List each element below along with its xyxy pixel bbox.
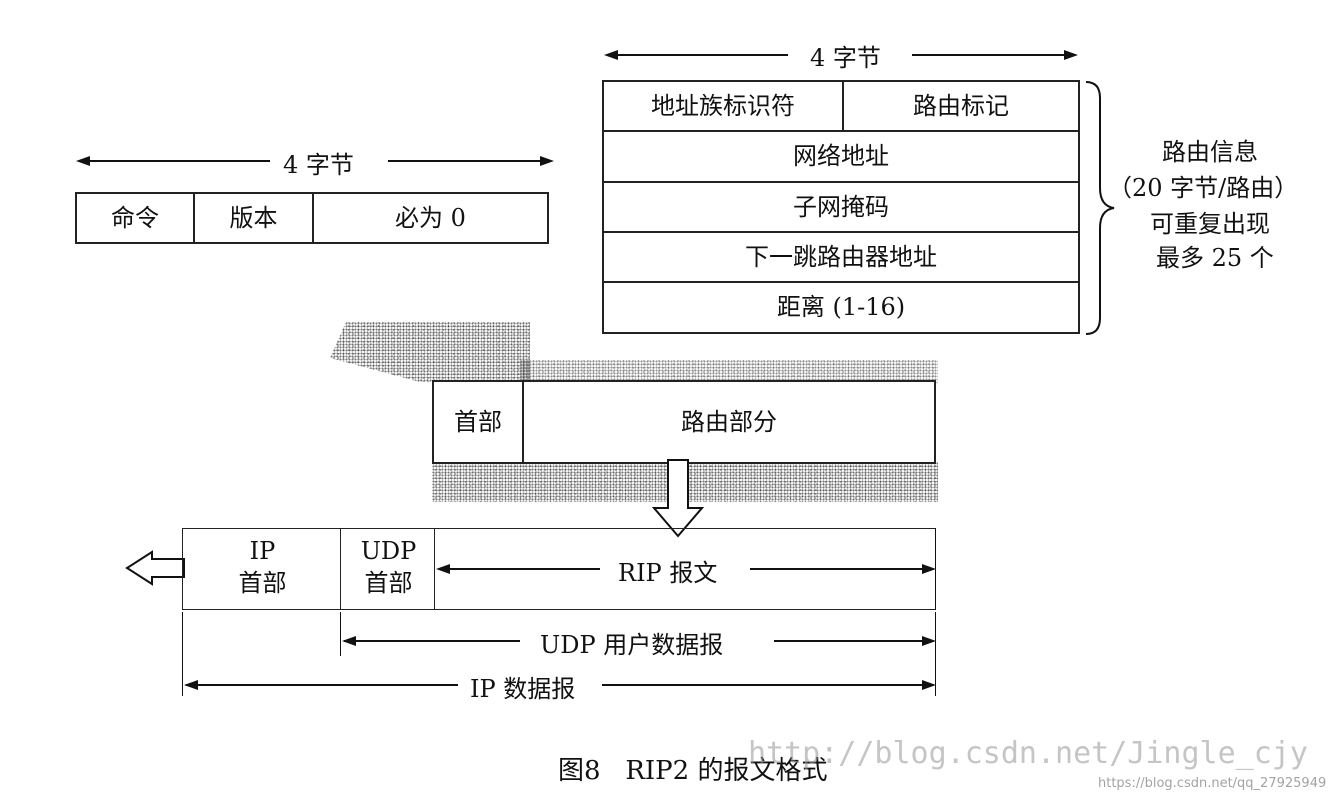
header-width-label: 4 字节: [283, 151, 354, 179]
watermark-large: http://blog.csdn.net/Jingle_cjy: [748, 736, 1308, 771]
ip-datagram-line-left: [186, 684, 458, 686]
end-extent-tick: [935, 612, 936, 696]
udp-datagram-arrow-left: [342, 636, 356, 646]
ip-datagram-line-right: [602, 684, 930, 686]
udp-datagram-line-left: [344, 640, 520, 642]
entry-width-label: 4 字节: [810, 44, 881, 72]
route-brace: [1085, 81, 1115, 335]
field-command: 命令: [75, 192, 195, 244]
ip-datagram-label: IP 数据报: [470, 675, 576, 703]
rip-routing-part-cell: 路由部分: [522, 380, 936, 464]
ip-datagram-arrow-left: [184, 680, 198, 690]
udp-header-line-2: 首部: [364, 569, 413, 598]
udp-datagram-label: UDP 用户数据报: [540, 631, 724, 659]
field-route-tag: 路由标记: [842, 80, 1080, 132]
shading-left: [330, 322, 530, 382]
field-must-be-zero: 必为 0: [312, 192, 549, 244]
entry-width-arrow-right: [1064, 50, 1078, 60]
field-subnet-mask: 子网掩码: [602, 181, 1080, 233]
brace-note-line-4: 最多 25 个: [1156, 244, 1274, 272]
brace-note-line-1: 路由信息: [1162, 138, 1258, 166]
header-width-line-left: [80, 160, 270, 162]
udp-header-cell: UDP 首部: [340, 528, 436, 610]
rip-message-cell: [434, 528, 936, 610]
ip-datagram-arrow-right: [922, 680, 936, 690]
down-arrow-icon: [651, 459, 705, 538]
udp-extent-tick: [340, 612, 341, 656]
rip-label-arrow-left: [436, 564, 450, 574]
rip-label-line-left: [440, 568, 600, 570]
field-distance: 距离 (1-16): [602, 281, 1080, 334]
entry-width-line-right: [912, 54, 1072, 56]
left-arrow-icon: [125, 550, 185, 586]
field-version: 版本: [193, 192, 314, 244]
brace-note-line-2: （20 字节/路由）: [1108, 174, 1299, 202]
entry-width-line-left: [608, 54, 788, 56]
udp-datagram-arrow-right: [922, 636, 936, 646]
rip-header-cell: 首部: [432, 380, 524, 464]
brace-note-line-3: 可重复出现: [1150, 210, 1270, 238]
header-width-line-right: [388, 160, 548, 162]
rip-label-line-right: [750, 568, 930, 570]
ip-header-cell: IP 首部: [182, 528, 342, 610]
field-address-family: 地址族标识符: [602, 80, 844, 132]
ip-extent-tick: [182, 612, 183, 696]
ip-header-line-1: IP: [249, 537, 276, 565]
header-width-arrow-left: [76, 156, 90, 166]
rip-label-arrow-right: [922, 564, 936, 574]
field-next-hop: 下一跳路由器地址: [602, 231, 1080, 283]
entry-width-arrow-left: [604, 50, 618, 60]
watermark-small: https://blog.csdn.net/qq_27925949: [1098, 776, 1327, 791]
figure-caption: 图8 RIP2 的报文格式: [558, 756, 828, 786]
ip-header-line-2: 首部: [238, 569, 287, 598]
rip-label: RIP 报文: [618, 559, 718, 587]
udp-datagram-line-right: [774, 640, 930, 642]
header-width-arrow-right: [540, 156, 554, 166]
udp-header-line-1: UDP: [360, 537, 417, 565]
field-network-address: 网络地址: [602, 130, 1080, 183]
